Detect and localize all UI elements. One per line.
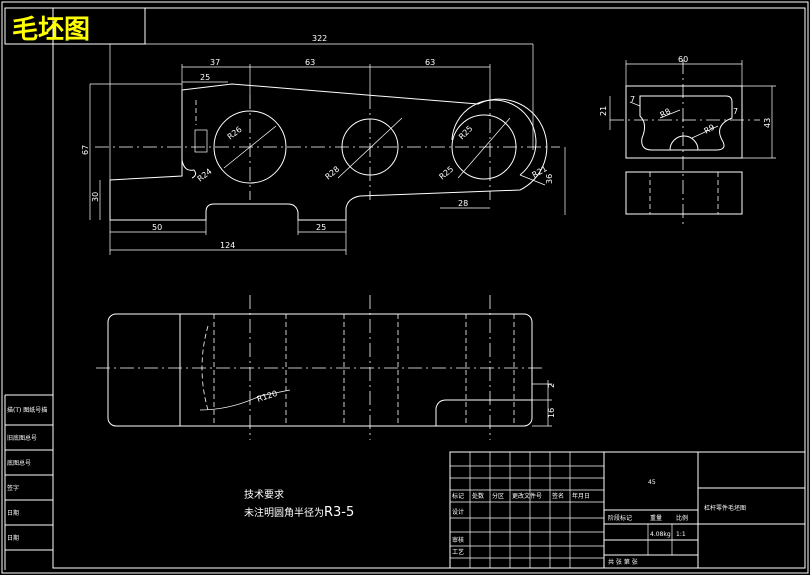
margin-label-1: 旧底图总号 bbox=[7, 434, 37, 442]
dim-side-7b: 7 bbox=[733, 107, 738, 116]
margin-label-3: 签字 bbox=[7, 484, 19, 492]
dim-63a: 63 bbox=[305, 58, 315, 67]
dim-67: 67 bbox=[81, 145, 90, 155]
title-box bbox=[4, 7, 146, 45]
left-margin-table: 描(T) 图纸号描 旧底图总号 底图总号 签字 日期 日期 bbox=[4, 394, 53, 570]
weight-value: 4.08kg bbox=[650, 531, 671, 538]
top-view: R120 2 16 bbox=[96, 295, 556, 440]
dim-37: 37 bbox=[210, 58, 220, 67]
rev-mark: 标记 bbox=[452, 492, 464, 500]
notes-line1-val: R3-5 bbox=[324, 505, 354, 520]
rev-sign: 签名 bbox=[552, 492, 564, 500]
rev-count: 处数 bbox=[472, 492, 484, 500]
margin-label-0: 描(T) 图纸号描 bbox=[7, 406, 47, 414]
rev-date: 年月日 bbox=[572, 492, 590, 500]
inner-frame bbox=[52, 7, 806, 569]
dim-overall-length: 322 bbox=[312, 34, 327, 43]
dim-124: 124 bbox=[220, 241, 235, 250]
design-label: 设计 bbox=[452, 508, 464, 516]
approve-label: 审核 bbox=[452, 536, 464, 544]
part-name: 杠杆零件毛坯图 bbox=[704, 504, 746, 512]
dim-25-top: 25 bbox=[200, 73, 210, 82]
weight-label: 重量 bbox=[650, 514, 662, 522]
dim-63b: 63 bbox=[425, 58, 435, 67]
side-view: 60 21 43 7 7 R8 R9 bbox=[599, 55, 776, 225]
dim-30: 30 bbox=[91, 192, 100, 202]
dim-r-a: R26 bbox=[226, 125, 244, 142]
margin-label-2: 底图总号 bbox=[7, 459, 31, 467]
margin-label-4: 日期 bbox=[7, 509, 19, 517]
dim-side-21: 21 bbox=[599, 106, 608, 116]
title-block: 45 标记 处数 分区 更改文件号 签名 年月日 设计 工艺 审核 阶段标记 重… bbox=[449, 451, 806, 569]
scale-label: 比例 bbox=[676, 514, 688, 522]
sheet-info: 共 张 第 张 bbox=[608, 558, 638, 566]
dim-50: 50 bbox=[152, 223, 162, 232]
dim-r-f: R25 bbox=[438, 165, 456, 182]
drawing-title: 毛坯图 bbox=[12, 15, 90, 45]
notes-line1: 未注明圆角半径为R3-5 bbox=[244, 505, 354, 520]
scale-value: 1:1 bbox=[676, 531, 686, 538]
dim-16: 16 bbox=[547, 408, 556, 418]
material: 45 bbox=[648, 479, 656, 486]
dim-36: 36 bbox=[545, 174, 554, 184]
dim-r120: R120 bbox=[256, 389, 279, 404]
dim-r-e: R24 bbox=[196, 167, 214, 184]
dim-25-bottom: 25 bbox=[316, 223, 326, 232]
dim-side-r9: R9 bbox=[703, 123, 717, 136]
rev-zone: 分区 bbox=[492, 492, 504, 500]
rev-docno: 更改文件号 bbox=[512, 492, 542, 500]
dim-28: 28 bbox=[458, 199, 468, 208]
notes-heading: 技术要求 bbox=[244, 488, 284, 501]
dim-side-60: 60 bbox=[678, 55, 688, 64]
dim-side-7a: 7 bbox=[630, 95, 635, 104]
dim-side-43: 43 bbox=[763, 118, 772, 128]
stage-label: 阶段标记 bbox=[608, 514, 632, 522]
notes-line1-cn: 未注明圆角半径为 bbox=[244, 506, 324, 519]
margin-label-5: 日期 bbox=[7, 534, 19, 542]
front-view: 322 37 63 63 25 67 30 36 50 124 25 28 R2… bbox=[81, 34, 566, 255]
dim-2: 2 bbox=[547, 383, 556, 388]
technical-notes: 技术要求 未注明圆角半径为R3-5 bbox=[244, 488, 354, 520]
check-label: 工艺 bbox=[452, 548, 464, 556]
dim-r-b: R28 bbox=[324, 165, 342, 182]
